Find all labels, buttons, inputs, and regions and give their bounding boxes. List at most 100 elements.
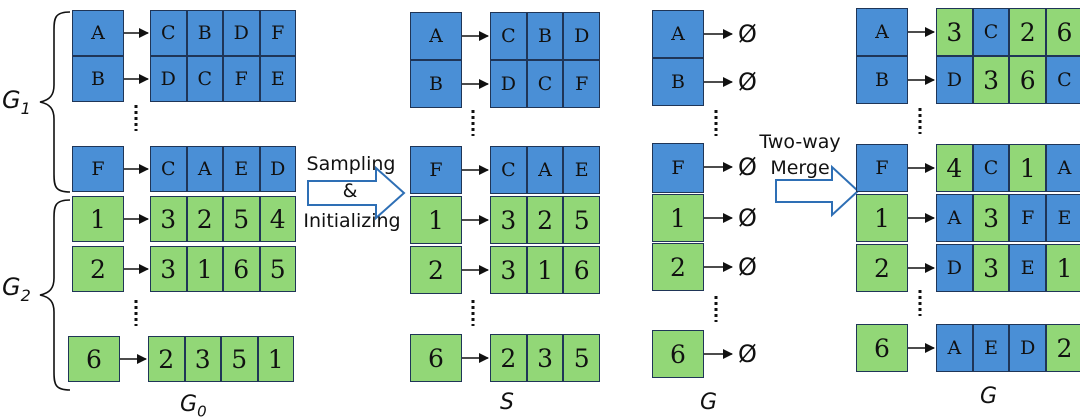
g-neighbor: D xyxy=(1009,324,1047,372)
g-mid-node: A xyxy=(652,10,704,58)
g-node: B xyxy=(856,56,908,104)
g-neighbor: D xyxy=(936,244,973,292)
g-neighbor: E xyxy=(1046,194,1080,242)
g-node: F xyxy=(856,144,908,192)
g0-neighbor: E xyxy=(259,56,296,102)
g-mid-node: F xyxy=(652,143,704,193)
g0-neighbor: 3 xyxy=(184,336,221,382)
g0-neighbor: 5 xyxy=(259,246,296,292)
empty-set-symbol: Ø xyxy=(738,153,757,181)
s-neighbor: 2 xyxy=(526,196,564,244)
g0-node: 2 xyxy=(72,246,124,292)
g0-neighbor: 1 xyxy=(257,336,294,382)
g-neighbor: A xyxy=(936,194,973,242)
g-mid-node: 1 xyxy=(652,194,704,242)
g0-neighbor: C xyxy=(150,10,187,56)
g0-neighbor: D xyxy=(150,56,187,102)
g-neighbor: 6 xyxy=(1046,8,1080,56)
g-neighbor: C xyxy=(1046,56,1080,104)
s-neighbor: D xyxy=(490,60,527,108)
g0-neighbor: F xyxy=(259,10,296,56)
g0-neighbor: 5 xyxy=(223,196,260,242)
s-neighbor: C xyxy=(490,146,527,194)
g0-neighbor: C xyxy=(186,56,223,102)
g0-neighbor: A xyxy=(186,146,223,192)
g0-neighbor: 2 xyxy=(148,336,185,382)
g-right-label: G xyxy=(980,384,998,409)
g-neighbor: 1 xyxy=(1009,144,1047,192)
s-neighbor: 3 xyxy=(526,334,564,382)
g0-neighbor: 3 xyxy=(150,246,187,292)
s-neighbor: E xyxy=(563,146,601,194)
g0-neighbor: 3 xyxy=(150,196,187,242)
g0-neighbor: 2 xyxy=(186,196,223,242)
s-neighbor: C xyxy=(490,12,527,60)
g0-node: A xyxy=(72,10,124,56)
g-neighbor: 3 xyxy=(972,56,1010,104)
g0-neighbor: F xyxy=(223,56,260,102)
g-mid-label: G xyxy=(700,390,718,415)
s-neighbor: 3 xyxy=(490,246,527,294)
two-way-text: Two-way xyxy=(759,131,841,153)
g-neighbor: C xyxy=(972,8,1010,56)
g0-node: 1 xyxy=(72,196,124,242)
empty-set-symbol: Ø xyxy=(738,253,757,281)
empty-set-symbol: Ø xyxy=(738,204,757,232)
s-node: 2 xyxy=(410,246,462,294)
sampling-block-arrow xyxy=(307,165,406,221)
g0-neighbor: B xyxy=(186,10,223,56)
s-neighbor: 5 xyxy=(563,334,601,382)
s-neighbor: 6 xyxy=(563,246,601,294)
s-neighbor: 3 xyxy=(490,196,527,244)
g0-neighbor: 1 xyxy=(186,246,223,292)
g0-node: F xyxy=(72,146,124,192)
brace-g1 xyxy=(39,11,71,193)
g-neighbor: 3 xyxy=(936,8,973,56)
s-neighbor: D xyxy=(563,12,601,60)
g1-label: G1 xyxy=(2,86,31,118)
s-neighbor: B xyxy=(526,12,564,60)
s-node: 1 xyxy=(410,196,462,244)
g-neighbor: 1 xyxy=(1046,244,1080,292)
g0-neighbor: 6 xyxy=(223,246,260,292)
g0-neighbor: D xyxy=(223,10,260,56)
g0-neighbor: C xyxy=(150,146,187,192)
g0-neighbor: 5 xyxy=(221,336,258,382)
s-node: F xyxy=(410,146,462,194)
g-neighbor: C xyxy=(972,144,1010,192)
g0-neighbor: 4 xyxy=(259,196,296,242)
merge-block-arrow xyxy=(775,164,860,218)
g-neighbor: 2 xyxy=(1009,8,1047,56)
g-mid-node: 6 xyxy=(652,330,704,378)
g-neighbor: D xyxy=(936,56,973,104)
g-neighbor: A xyxy=(936,324,973,372)
g-neighbor: 2 xyxy=(1046,324,1080,372)
g-node: 1 xyxy=(856,194,908,242)
s-neighbor: 1 xyxy=(526,246,564,294)
ampersand-text: & xyxy=(342,180,358,202)
g-neighbor: 6 xyxy=(1009,56,1047,104)
g-mid-node: 2 xyxy=(652,243,704,291)
sampling-text: Sampling xyxy=(306,153,396,175)
s-label: S xyxy=(500,390,514,415)
g0-neighbor: E xyxy=(223,146,260,192)
s-node: 6 xyxy=(410,334,462,382)
g-neighbor: E xyxy=(972,324,1010,372)
g-neighbor: 4 xyxy=(936,144,973,192)
g-node: 2 xyxy=(856,244,908,292)
g-neighbor: A xyxy=(1046,144,1080,192)
merge-text: Merge xyxy=(770,157,830,179)
g0-neighbor: D xyxy=(259,146,296,192)
s-node: A xyxy=(410,12,462,60)
s-neighbor: 2 xyxy=(490,334,527,382)
s-neighbor: F xyxy=(563,60,601,108)
brace-g2 xyxy=(39,199,71,391)
g-node: A xyxy=(856,8,908,56)
g0-node: 6 xyxy=(68,336,120,382)
s-neighbor: C xyxy=(526,60,564,108)
g-neighbor: F xyxy=(1009,194,1047,242)
g-neighbor: 3 xyxy=(972,244,1010,292)
g0-node: B xyxy=(72,56,124,102)
